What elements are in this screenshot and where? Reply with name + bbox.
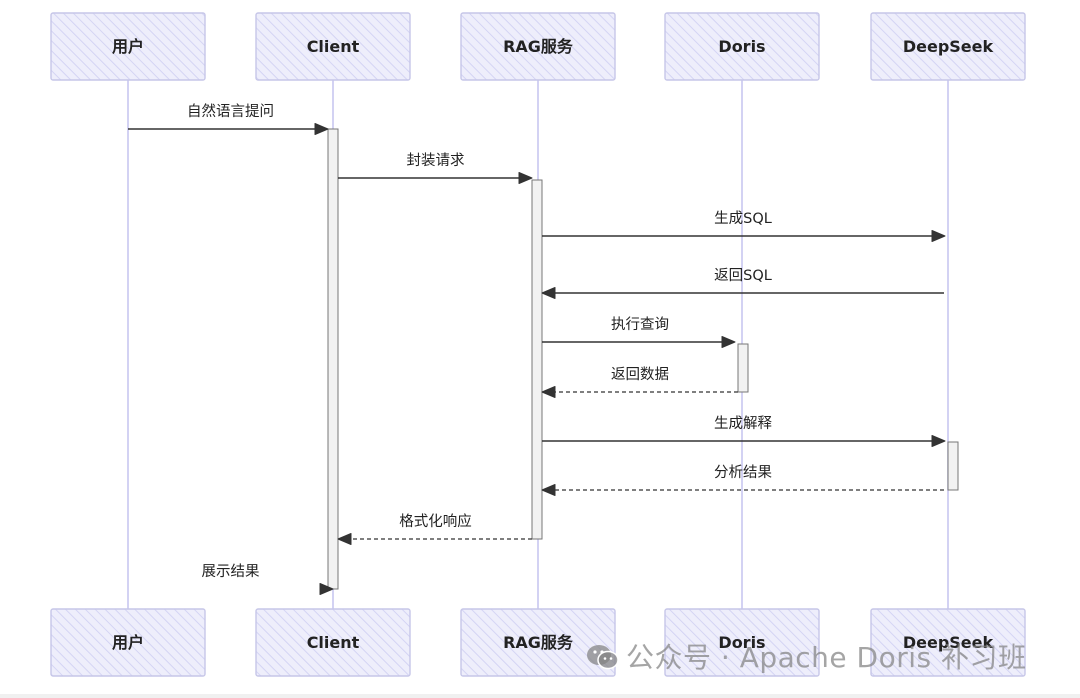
message-7: 生成解释	[542, 415, 946, 447]
arrowhead	[931, 230, 946, 242]
message-6: 返回数据	[541, 366, 738, 398]
activation-bar-deepseek	[947, 441, 959, 491]
arrowhead	[931, 435, 946, 447]
arrowhead	[518, 172, 533, 184]
message-9: 格式化响应	[337, 512, 532, 545]
participant-box	[255, 12, 411, 81]
arrowhead	[721, 336, 736, 348]
message-label: 返回数据	[611, 366, 669, 383]
message-5: 执行查询	[542, 316, 736, 348]
participant-label: RAG服务	[503, 633, 574, 652]
message-label: 返回SQL	[714, 267, 772, 284]
message-label: 展示结果	[202, 563, 260, 580]
arrowhead	[319, 583, 334, 595]
participant-label: Client	[307, 37, 360, 56]
arrowhead	[314, 123, 329, 135]
participant-label: 用户	[112, 633, 144, 652]
participant-rag-bottom: RAG服务	[460, 608, 616, 677]
participant-box	[870, 608, 1026, 677]
message-1: 自然语言提问	[128, 103, 329, 135]
message-10: 展示结果	[202, 563, 334, 595]
participant-deepseek-bottom: DeepSeek	[870, 608, 1026, 677]
participant-label: DeepSeek	[903, 633, 994, 652]
participant-label: Doris	[718, 633, 765, 652]
arrowhead	[337, 533, 352, 545]
participant-box	[664, 608, 820, 677]
message-4: 返回SQL	[541, 267, 944, 299]
message-label: 自然语言提问	[187, 103, 274, 120]
participant-box	[50, 12, 206, 81]
participant-box	[460, 608, 616, 677]
participant-deepseek-top: DeepSeek	[870, 12, 1026, 81]
participant-rag-top: RAG服务	[460, 12, 616, 81]
message-label: 生成解释	[714, 415, 772, 432]
arrowhead	[541, 484, 556, 496]
activation-bar-rag	[531, 179, 543, 540]
participant-client-top: Client	[255, 12, 411, 81]
participant-box	[870, 12, 1026, 81]
participant-box	[50, 608, 206, 677]
message-2: 封装请求	[338, 152, 533, 184]
participant-doris-top: Doris	[664, 12, 820, 81]
participant-doris-bottom: Doris	[664, 608, 820, 677]
participant-label: RAG服务	[503, 37, 574, 56]
arrowhead	[541, 287, 556, 299]
participant-user-bottom: 用户	[50, 608, 206, 677]
participant-box	[255, 608, 411, 677]
participant-box	[664, 12, 820, 81]
participant-client-bottom: Client	[255, 608, 411, 677]
message-label: 执行查询	[611, 316, 669, 333]
participant-user-top: 用户	[50, 12, 206, 81]
activation-bar-client	[327, 128, 339, 590]
participant-box	[460, 12, 616, 81]
participant-label: Doris	[718, 37, 765, 56]
message-label: 分析结果	[714, 464, 772, 481]
participant-label: 用户	[112, 37, 144, 56]
bottom-divider	[0, 694, 1080, 698]
participant-label: Client	[307, 633, 360, 652]
message-label: 封装请求	[407, 152, 465, 169]
message-3: 生成SQL	[542, 210, 946, 242]
message-label: 格式化响应	[399, 512, 472, 530]
message-8: 分析结果	[541, 464, 944, 496]
participant-label: DeepSeek	[903, 37, 994, 56]
activation-bar-doris	[737, 343, 749, 393]
arrowhead	[541, 386, 556, 398]
message-label: 生成SQL	[714, 210, 772, 227]
